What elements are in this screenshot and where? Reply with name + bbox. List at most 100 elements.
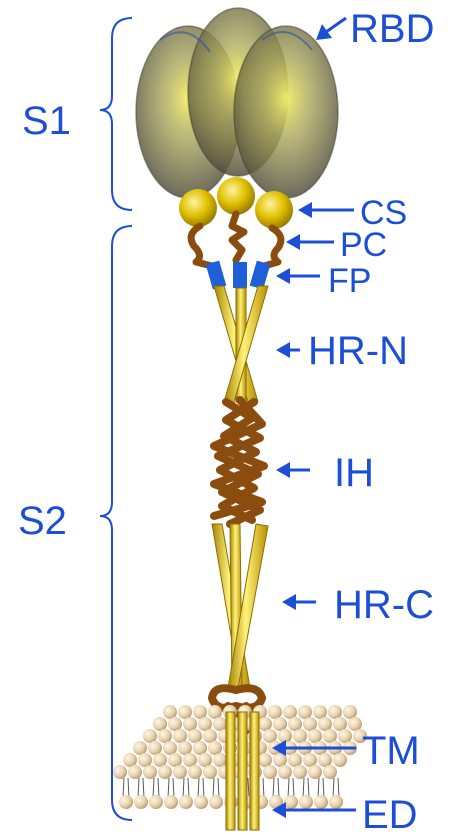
lipid-head [348,717,362,731]
lipid-head [263,729,277,743]
lipid-head [343,705,357,719]
lipid-head [303,753,317,767]
lipid-head [323,765,337,779]
ih-loops [214,400,264,524]
lipid-head [188,729,202,743]
lipid-head [293,765,307,779]
lipid-head [273,717,287,731]
lipid-head [178,705,192,719]
lipid-head [198,753,212,767]
lipid-head [153,717,167,731]
lipid-head [303,717,317,731]
lipid-head [314,795,328,809]
lipid-head [263,765,277,779]
tm-helices [226,712,259,830]
lipid-head [208,741,222,755]
lipid-head [179,795,193,809]
lipid-head [134,795,148,809]
lipid-head [149,795,163,809]
pc-arrow [286,234,334,250]
tm-label: TM [362,729,420,773]
hr-n-helices [214,286,268,402]
lipid-head [188,765,202,779]
hr-n-label: HR-N [308,329,408,373]
lipid-head [323,729,337,743]
lipid-head [158,765,172,779]
fp-arrow [276,268,320,284]
lipid-head [113,765,127,779]
lipid-head [313,705,327,719]
lipid-head [318,753,332,767]
lipid-head [178,741,192,755]
lipid-head [194,795,208,809]
lipid-head [333,717,347,731]
lipid-head [203,765,217,779]
lipid-head [308,765,322,779]
lipid-head [173,765,187,779]
lipid-head [148,741,162,755]
fp-label: FP [328,262,371,300]
lipid-head [138,753,152,767]
lipid-head [328,705,342,719]
lipid-head [123,753,137,767]
lipid-head [153,753,167,767]
s2-label: S2 [18,499,67,543]
lipid-head [333,753,347,767]
lipid-head [203,729,217,743]
lipid-head [128,765,142,779]
lipid-head [143,765,157,779]
lipid-head [168,753,182,767]
lipid-head [208,705,222,719]
s2-bracket [100,226,132,820]
lipid-head [213,717,227,731]
s1-head [136,8,338,198]
lipid-head [119,795,133,809]
pc-label: PC [340,226,387,264]
lipid-head [299,795,313,809]
s1-bracket [100,18,132,210]
lipid-head [168,717,182,731]
lipid-head [258,753,272,767]
hr-c-label: HR-C [334,583,434,627]
lipid-head [213,753,227,767]
ih-label: IH [334,451,374,495]
lipid-head [268,705,282,719]
fusion-peptides [206,261,271,290]
cs-arrow [298,202,354,218]
lipid-head [308,729,322,743]
hr-n-arrow [276,342,300,358]
ih-arrow [276,462,310,478]
lipid-head [278,765,292,779]
ed-arrow [272,802,356,818]
lipid-head [283,705,297,719]
lipid-head [143,729,157,743]
lipid-head [133,741,147,755]
lipid-head [163,741,177,755]
lipid-head [183,717,197,731]
lipid-head [338,729,352,743]
lipid-head [288,753,302,767]
lipid-head [293,729,307,743]
lipid-head [318,717,332,731]
rbd-arrow [316,18,346,40]
lipid-head [288,717,302,731]
lipid-head [284,795,298,809]
lipid-head [298,705,312,719]
lipid-head [173,729,187,743]
lipid-head [209,795,223,809]
lipid-head [158,729,172,743]
lipid-head [193,705,207,719]
lipid-head [183,753,197,767]
lipid-head [164,795,178,809]
lipid-head [258,717,272,731]
lipid-head [163,705,177,719]
lipid-head [193,741,207,755]
hr-c-arrow [282,594,316,610]
hr-c-helices [212,524,268,688]
ed-label: ED [362,793,418,836]
rbd-label: RBD [350,7,434,51]
s1-label: S1 [22,99,71,143]
lipid-head [329,795,343,809]
lipid-head [198,717,212,731]
